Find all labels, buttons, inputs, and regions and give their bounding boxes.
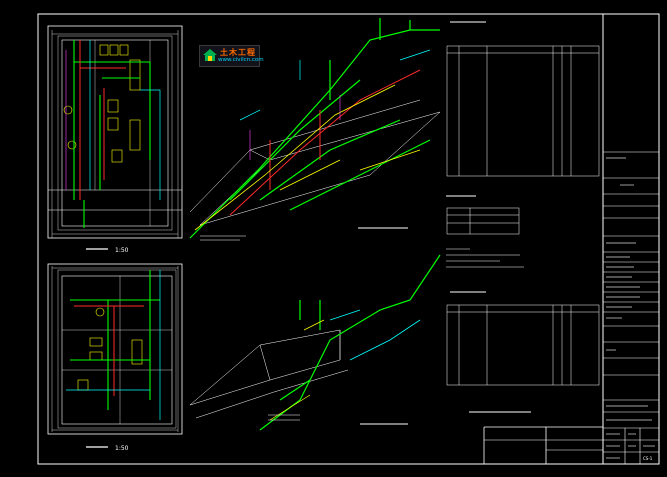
outer-frame	[37, 13, 660, 465]
isometric-system-upper	[189, 18, 441, 239]
note-leaders	[200, 235, 300, 421]
design-notes	[446, 248, 524, 268]
logo-url: www.civilcn.com	[218, 57, 264, 63]
title-block	[603, 151, 659, 464]
logo-name: 土木工程	[220, 48, 256, 57]
floor-plan-top	[47, 25, 183, 239]
drawing-number: CS-1	[643, 456, 653, 461]
title-block-scribbles	[606, 157, 655, 459]
material-table-2	[446, 304, 600, 386]
isometric-system-lower	[189, 254, 441, 431]
material-table-1	[446, 45, 600, 177]
legend-table	[446, 207, 520, 235]
floor-plan-bottom	[47, 263, 183, 435]
plan-top-scale: 1:50	[115, 247, 129, 254]
civilcn-logo: 土木工程 www.civilcn.com	[199, 45, 264, 67]
logo-house-icon	[203, 49, 217, 61]
plan-bottom-scale: 1:50	[115, 445, 129, 452]
